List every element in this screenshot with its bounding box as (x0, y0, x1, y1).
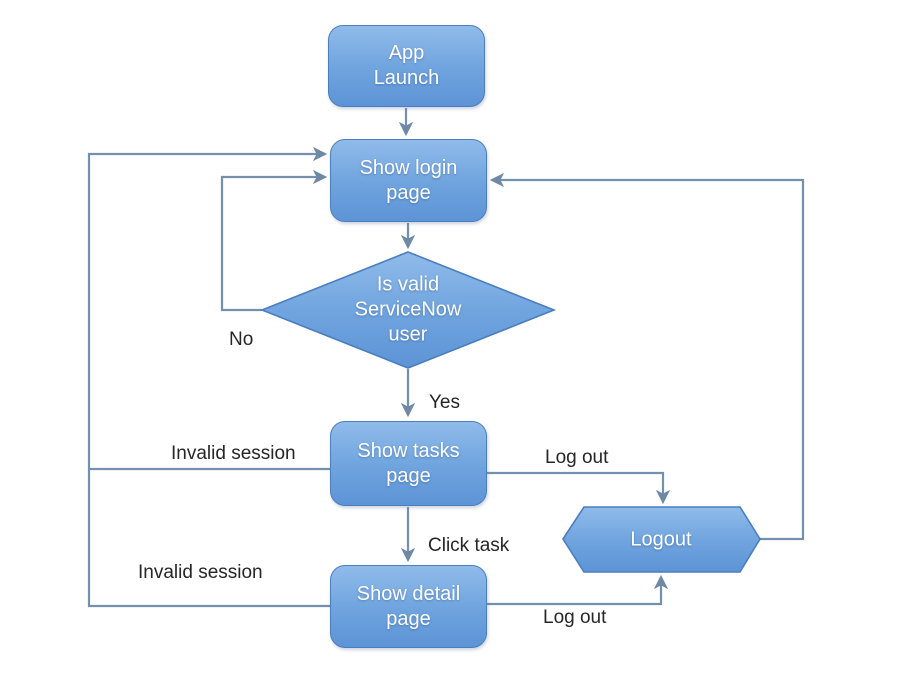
edge-invalid-session-from-detail-to-show-login (87, 146, 330, 608)
node-show-login-page-label: Show login page (359, 156, 458, 204)
node-show-detail-page: Show detail page (330, 565, 487, 648)
edge-label-log-out-from-detail: Log out (543, 607, 607, 628)
node-is-valid-user-shape (259, 251, 557, 369)
edge-label-no: No (229, 329, 254, 350)
node-show-tasks-page-label: Show tasks page (357, 439, 460, 487)
node-logout-shape (562, 506, 761, 573)
node-show-detail-page-label: Show detail page (356, 582, 461, 630)
node-app-launch: App Launch (328, 25, 485, 107)
node-app-launch-label: App Launch (373, 42, 440, 89)
edge-label-invalid-session-from-tasks: Invalid session (171, 443, 296, 464)
edge-logout-to-show-login (489, 172, 805, 541)
node-show-login-page: Show login page (330, 139, 487, 222)
edge-detail-logout-to-hexagon (486, 574, 669, 606)
node-show-tasks-page: Show tasks page (330, 421, 487, 506)
edge-tasks-logout-to-hexagon (487, 471, 671, 505)
edge-label-yes: Yes (429, 392, 460, 413)
edge-label-click-task: Click task (428, 535, 510, 556)
edge-label-invalid-session-from-detail: Invalid session (138, 562, 263, 583)
edge-label-log-out-from-tasks: Log out (545, 447, 609, 468)
edge-no-loop-to-show-login (220, 169, 328, 312)
